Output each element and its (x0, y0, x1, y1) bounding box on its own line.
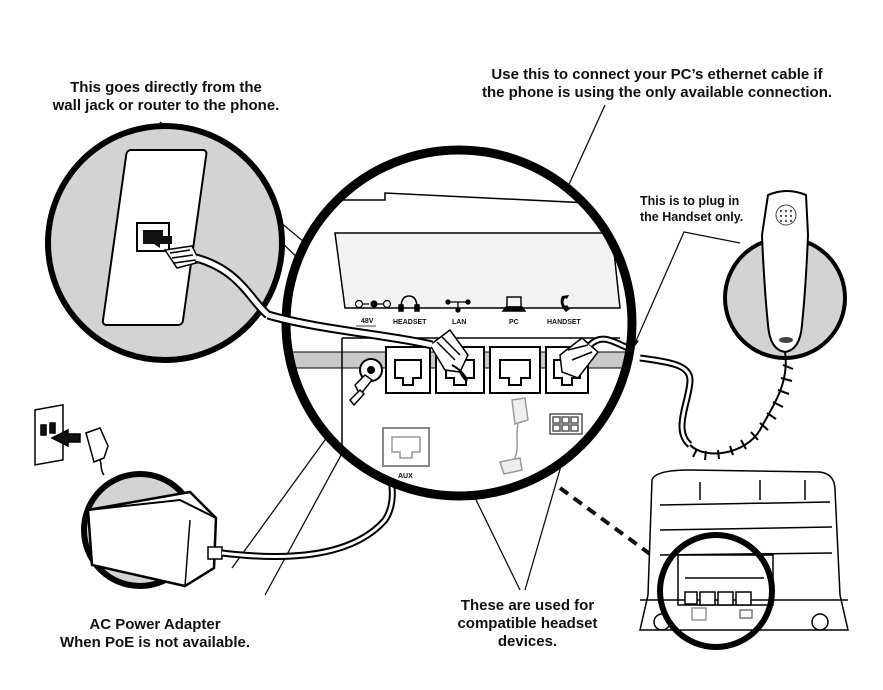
headset-icon (398, 295, 420, 312)
pc-port-caption: Use this to connect your PC’s ethernet c… (447, 66, 867, 102)
zoom-dashed-line (558, 486, 667, 567)
lan-plug (429, 328, 469, 373)
desk-phone-zoom-ring (657, 532, 775, 650)
caption-line: compatible headset (457, 615, 598, 632)
headset-ports-caption: These are used for compatible headset de… (440, 597, 615, 651)
caption-line: This is to plug in (640, 194, 740, 208)
handset-receiver (760, 190, 810, 354)
power-label: 48V (361, 318, 374, 325)
handset-icon (560, 295, 570, 312)
network-icon (445, 299, 471, 313)
insert-arrow (148, 232, 172, 248)
handset-plug (559, 337, 600, 379)
desk-phone (639, 469, 849, 631)
port-panel-zoom: 48V HEADSET LAN PC HANDSET AUX (286, 150, 632, 496)
ehs-port (549, 413, 583, 435)
caption-line: AC Power Adapter (89, 616, 221, 633)
caption-line: the Handset only. (640, 210, 744, 224)
aux-label: AUX (398, 473, 413, 480)
port-labels: 48V HEADSET LAN PC HANDSET AUX (356, 318, 582, 480)
rj-ports (385, 346, 589, 394)
caption-line: devices. (497, 633, 558, 650)
power-adapter-caption: AC Power Adapter When PoE is not availab… (40, 616, 270, 652)
caption-line: Use this to connect your PC’s ethernet c… (491, 66, 823, 83)
coiled-cord (639, 351, 794, 461)
lan-label: LAN (452, 319, 466, 326)
computer-icon (501, 296, 527, 312)
caption-line: When PoE is not available. (59, 634, 251, 651)
wall-outlet (34, 404, 109, 476)
headset-label: HEADSET (393, 319, 427, 326)
caption-line: wall jack or router to the phone. (52, 97, 280, 114)
caption-line: the phone is using the only available co… (481, 84, 833, 101)
pc-label: PC (509, 319, 519, 326)
power-adapter (81, 471, 223, 589)
handset-zoom (723, 190, 847, 360)
handset-label: HANDSET (547, 319, 582, 326)
caption-line: This goes directly from the (70, 79, 262, 96)
ehs-cable (499, 397, 529, 475)
wall-jack-caption: This goes directly from the wall jack or… (36, 79, 296, 115)
caption-line: These are used for (460, 597, 595, 614)
handset-port-caption: This is to plug in the Handset only. (640, 193, 780, 225)
wall-jack-zoom (45, 123, 285, 363)
power-polarity-icon (354, 299, 392, 309)
